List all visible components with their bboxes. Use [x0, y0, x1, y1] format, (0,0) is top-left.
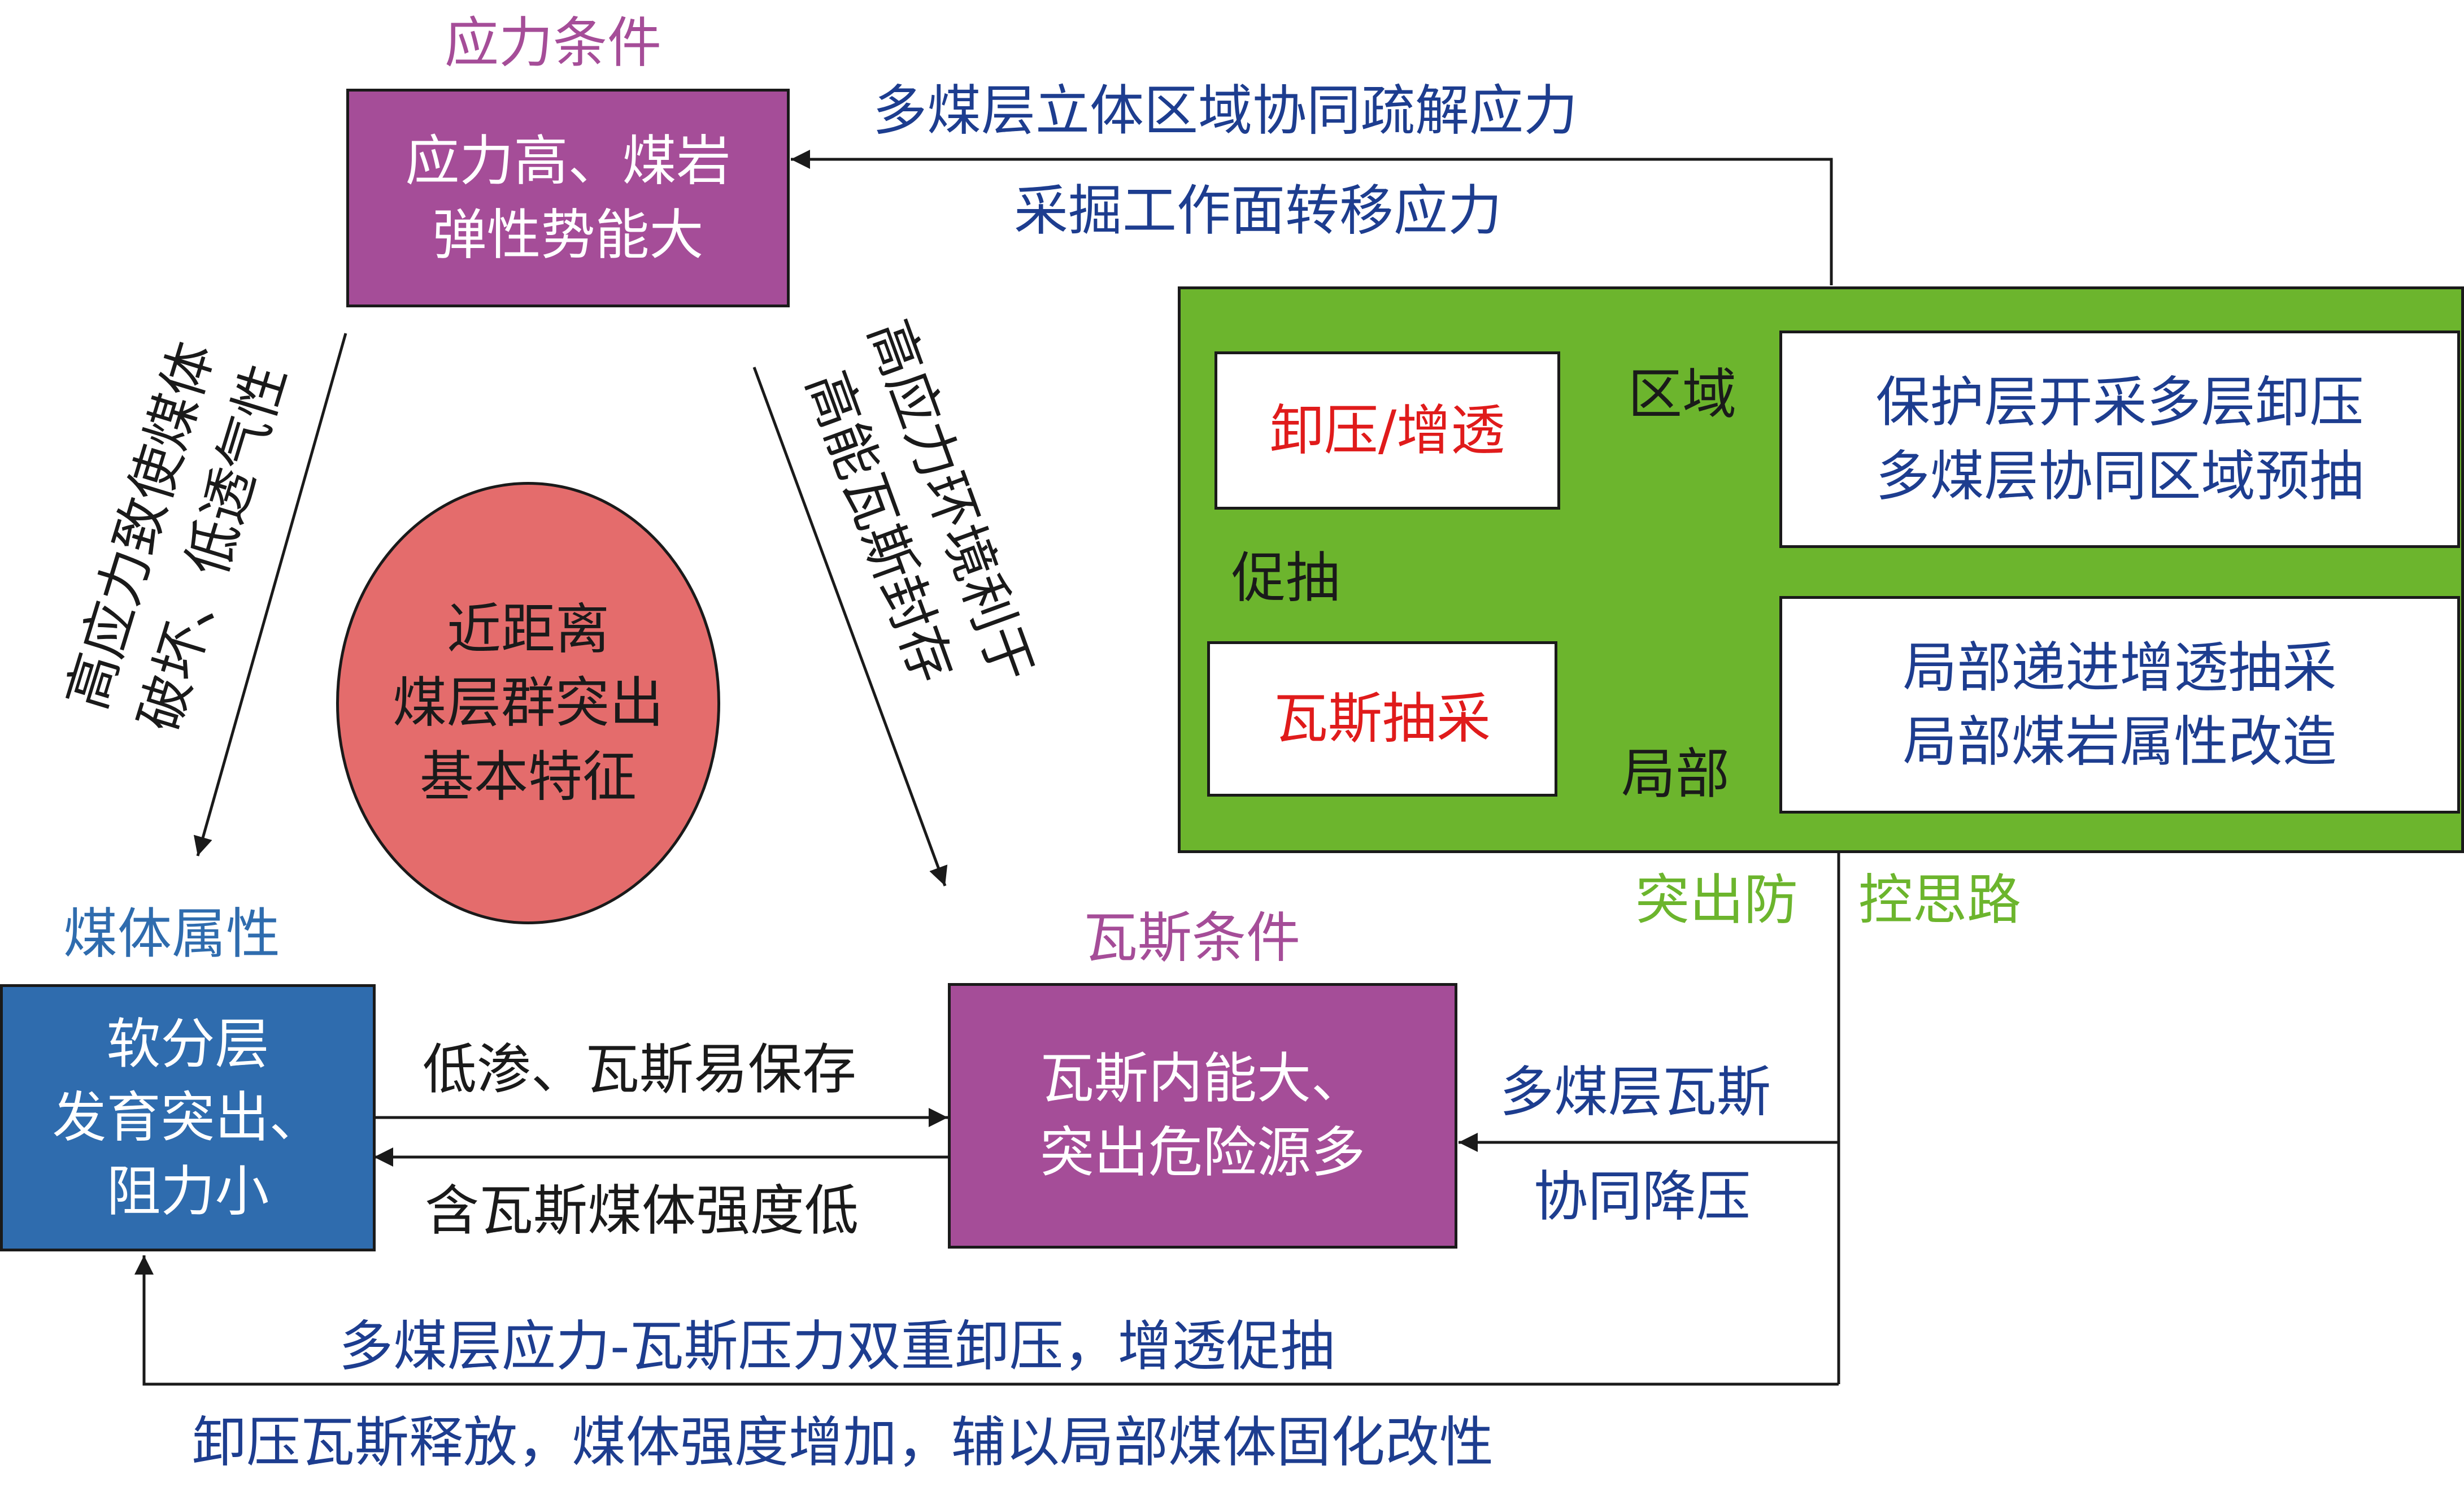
feedback-to-stress-line-2: 采掘工作面转移应力	[1014, 179, 1502, 242]
coal-header: 煤体属性	[63, 902, 280, 966]
feedback-to-coal-line-2: 卸压瓦斯释放，煤体强度增加，辅以局部煤体固化改性	[192, 1411, 1494, 1474]
edge-gas-to-coal-label: 含瓦斯煤体强度低	[425, 1179, 859, 1242]
coal-line-3: 阻力小	[106, 1159, 269, 1223]
edge-stress-to-gas-label: 高应力环境利于 高能瓦斯封存	[757, 266, 1073, 774]
strategy-caption-right: 控思路	[1858, 868, 2021, 932]
strategy-caption-left: 突出防	[1635, 868, 1798, 932]
local-box: 局部递进增透抽采 局部煤岩属性改造	[1779, 596, 2460, 814]
center-line-3: 基本特征	[420, 745, 637, 808]
feedback-to-gas-line-1: 多煤层瓦斯	[1500, 1060, 1771, 1124]
center-line-1: 近距离	[447, 597, 610, 661]
gas-line-2: 突出危险源多	[1040, 1121, 1365, 1184]
center-line-2: 煤层群突出	[393, 671, 664, 735]
arrow-stress-to-coal	[193, 333, 347, 856]
relief-box: 卸压/增透	[1214, 351, 1560, 510]
regional-box-line-2: 多煤层协同区域预抽	[1875, 444, 2364, 508]
coal-line-2: 发育突出、	[52, 1086, 324, 1150]
stress-header: 应力条件	[445, 11, 661, 75]
local-label: 局部	[1621, 742, 1730, 806]
gas-line-1: 瓦斯内能大、	[1040, 1047, 1365, 1111]
feedback-to-coal-line-1: 多煤层应力-瓦斯压力双重卸压，增透促抽	[339, 1315, 1335, 1378]
stress-line-1: 应力高、煤岩	[405, 129, 731, 193]
gas-node: 瓦斯内能大、 突出危险源多	[948, 983, 1457, 1249]
arrow-stress-to-gas	[752, 367, 948, 886]
drainage-box: 瓦斯抽采	[1207, 641, 1557, 797]
feedback-to-stress-line-1: 多煤层立体区域协同疏解应力	[873, 79, 1578, 142]
edge-coal-to-gas-label: 低渗、瓦斯易保存	[423, 1038, 856, 1101]
stress-node: 应力高、煤岩 弹性势能大	[346, 89, 790, 307]
drainage-box-text: 瓦斯抽采	[1274, 687, 1491, 751]
feedback-to-gas-line-2: 协同降压	[1534, 1165, 1751, 1228]
local-box-line-2: 局部煤岩属性改造	[1903, 710, 2337, 773]
relief-box-text: 卸压/增透	[1269, 398, 1505, 462]
coal-line-1: 软分层	[106, 1012, 269, 1076]
gas-header: 瓦斯条件	[1083, 906, 1300, 969]
center-circle: 近距离 煤层群突出 基本特征	[336, 482, 720, 924]
arrow-strategy-to-coal	[134, 1255, 1839, 1386]
arrow-strategy-to-stress	[791, 150, 1833, 285]
promote-label: 促抽	[1231, 546, 1340, 610]
stress-line-2: 弹性势能大	[432, 203, 704, 267]
regional-label: 区域	[1628, 363, 1736, 426]
regional-box-line-1: 保护层开采多层卸压	[1875, 370, 2364, 434]
coal-node: 软分层 发育突出、 阻力小	[0, 984, 376, 1251]
edge-stress-to-coal-label: 高应力致使煤体 破坏、低透气性	[53, 328, 301, 746]
regional-box: 保护层开采多层卸压 多煤层协同区域预抽	[1779, 331, 2460, 548]
local-box-line-1: 局部递进增透抽采	[1903, 636, 2337, 699]
